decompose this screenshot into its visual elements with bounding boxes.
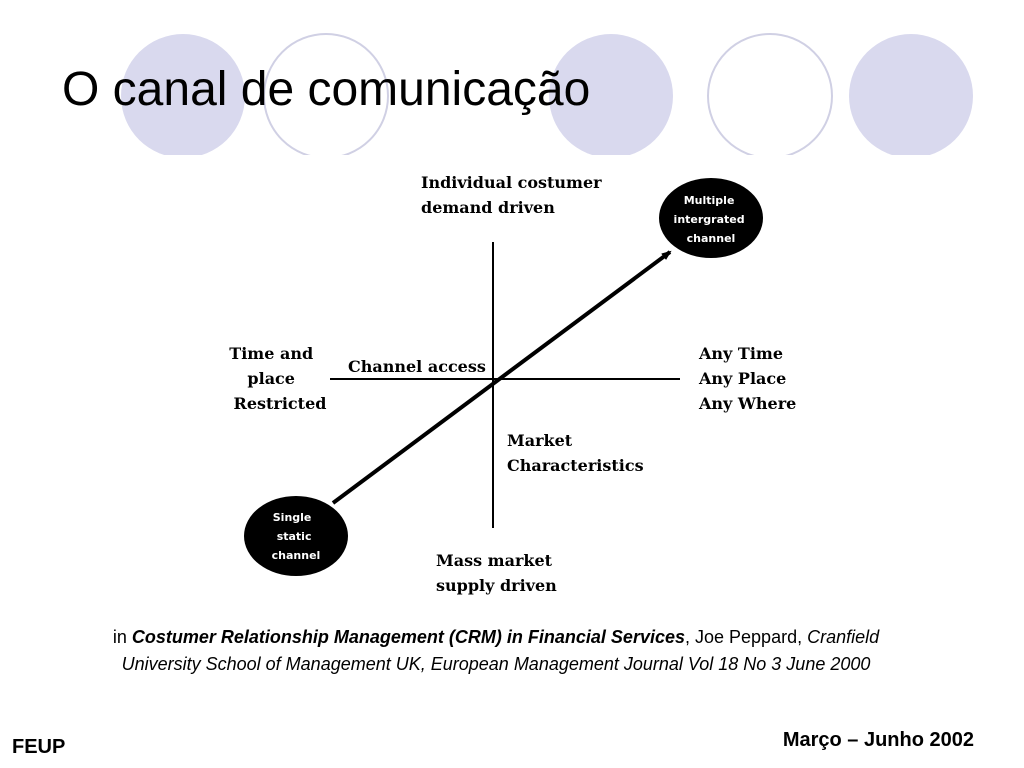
citation-prefix: in [112,627,132,647]
decor-circle [849,34,973,158]
decor-circle [549,34,673,158]
footer-date: Março – Junho 2002 [782,729,974,751]
citation-author: , Joe Peppard, [685,627,808,647]
header-decoration [0,33,1024,160]
source-citation: in Costumer Relationship Management (CRM… [96,624,896,678]
footer-institution: FEUP [12,736,66,758]
citation-source: Cranfield University School of Managemen… [121,627,880,674]
svg-text:Multiple intergrated: Multiple intergrated channel [674,194,749,245]
slide-title: O canal de comunicação [62,63,591,116]
migration-arrow [331,250,672,505]
label-any-time-place: Any Time Any Place Any Where [698,344,796,413]
label-demand-driven: Individual costumer demand driven [421,173,607,217]
label-time-place-restricted: Time and place Restricted [229,344,326,413]
label-channel-access: Channel access [348,357,486,376]
label-market-characteristics: Market Characteristics [507,431,644,475]
label-supply-driven: Mass market supply driven [436,551,558,595]
decor-circle [121,34,245,158]
svg-text:Single static chan: Single static channel [272,511,321,562]
citation-title: Costumer Relationship Management (CRM) i… [131,627,685,647]
node-single-static-channel: Single static channel [244,496,348,576]
node-multiple-integrated-channel: Multiple intergrated channel [659,178,763,258]
